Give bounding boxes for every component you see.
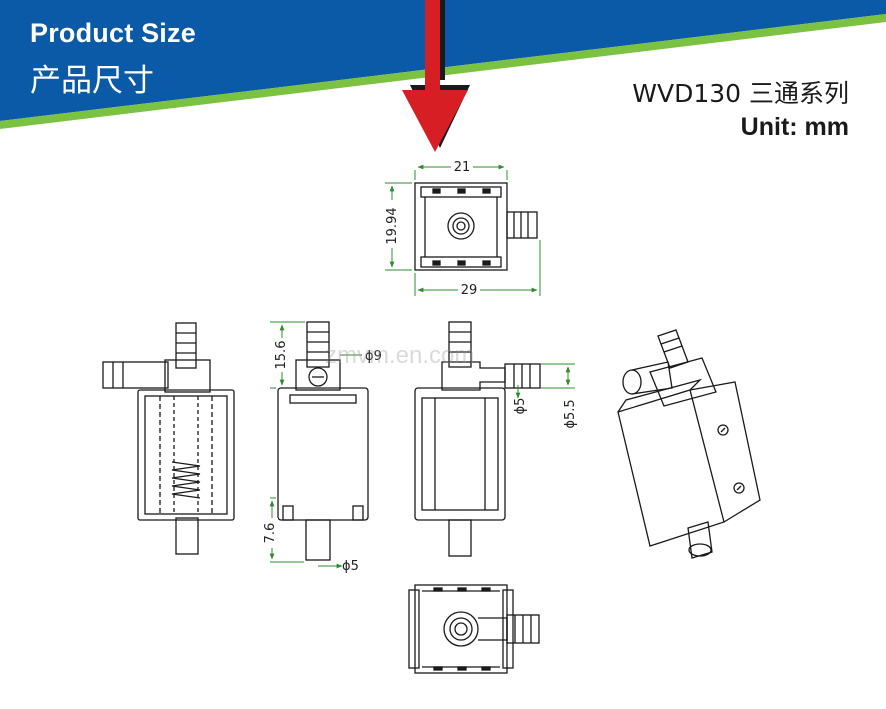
side-view-right-dimensions (515, 363, 575, 399)
section-view (102, 322, 235, 555)
dim-top-height: 19.94 (385, 207, 400, 244)
dim-top-width: 21 (454, 160, 471, 175)
dim-top-total-width: 29 (461, 283, 478, 298)
bottom-view (408, 584, 540, 674)
side-view-left (277, 321, 369, 561)
title-english: Product Size (30, 18, 196, 48)
red-arrow-icon (402, 0, 470, 152)
dim-stem-diameter: ϕ5 (342, 559, 359, 574)
dim-side-port-outer-diameter: ϕ5.5 (563, 399, 578, 428)
watermark-text: zmvm.en.com (325, 342, 475, 369)
side-view-right (414, 321, 541, 557)
dim-nozzle-height: 15.6 (274, 341, 289, 370)
top-view (414, 182, 538, 271)
title-chinese: 产品尺寸 (30, 63, 154, 99)
dim-side-port-diameter: ϕ5 (513, 398, 528, 415)
model-label: WVD130 三通系列 (632, 79, 849, 108)
dim-bottom-stem: 7.6 (263, 523, 278, 544)
isometric-view (617, 329, 761, 559)
dim-nozzle-diameter: ϕ9 (365, 349, 382, 364)
unit-label: Unit: mm (740, 113, 849, 141)
